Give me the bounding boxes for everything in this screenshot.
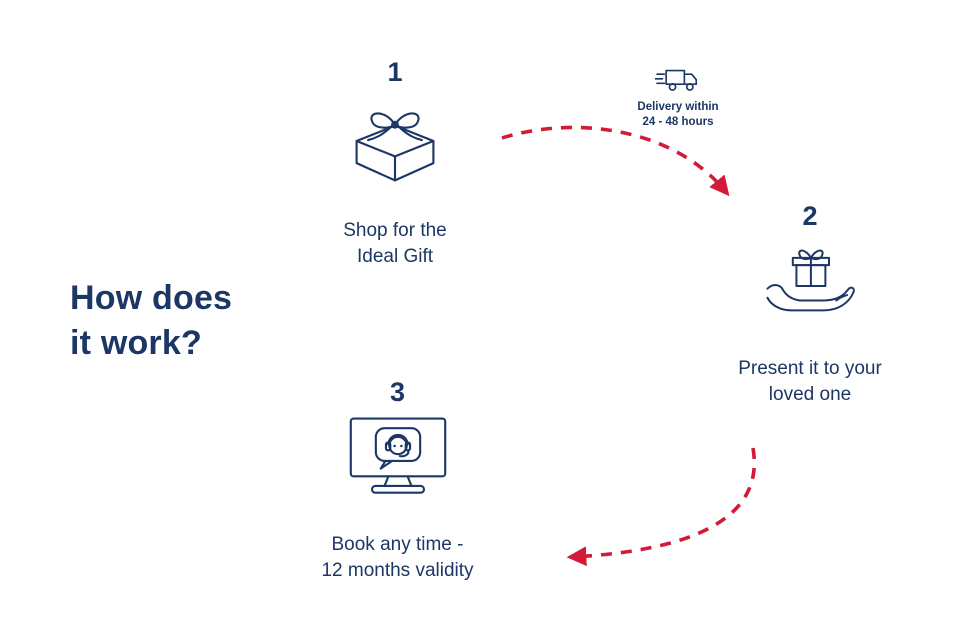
step-2: 2 Present it to your loved one [705,201,915,409]
delivery-text: Delivery within 24 - 48 hours [637,101,719,128]
step-1-number: 1 [387,57,403,87]
step-2-label: Present it to your loved one [738,357,882,406]
page-title: How does it work? [70,279,233,362]
arrow-step2-to-step3 [566,447,757,567]
step-3-label: Book any time - 12 months validity [321,533,474,582]
arrow-step1-to-step2 [501,125,730,197]
delivery-truck-icon [655,69,698,91]
gift-box-icon [355,112,435,182]
delivery-note: Delivery within 24 - 48 hours [610,66,746,130]
gift-on-hand-icon [766,249,855,312]
step-1-label: Shop for the Ideal Gift [343,219,447,268]
step-1: 1 Shop for the Ideal Gift [295,57,495,271]
step-2-number: 2 [802,201,818,231]
step-3: 3 Book any time - 12 months validity [290,377,505,585]
online-support-monitor-icon [349,417,446,494]
step-3-number: 3 [389,377,406,407]
